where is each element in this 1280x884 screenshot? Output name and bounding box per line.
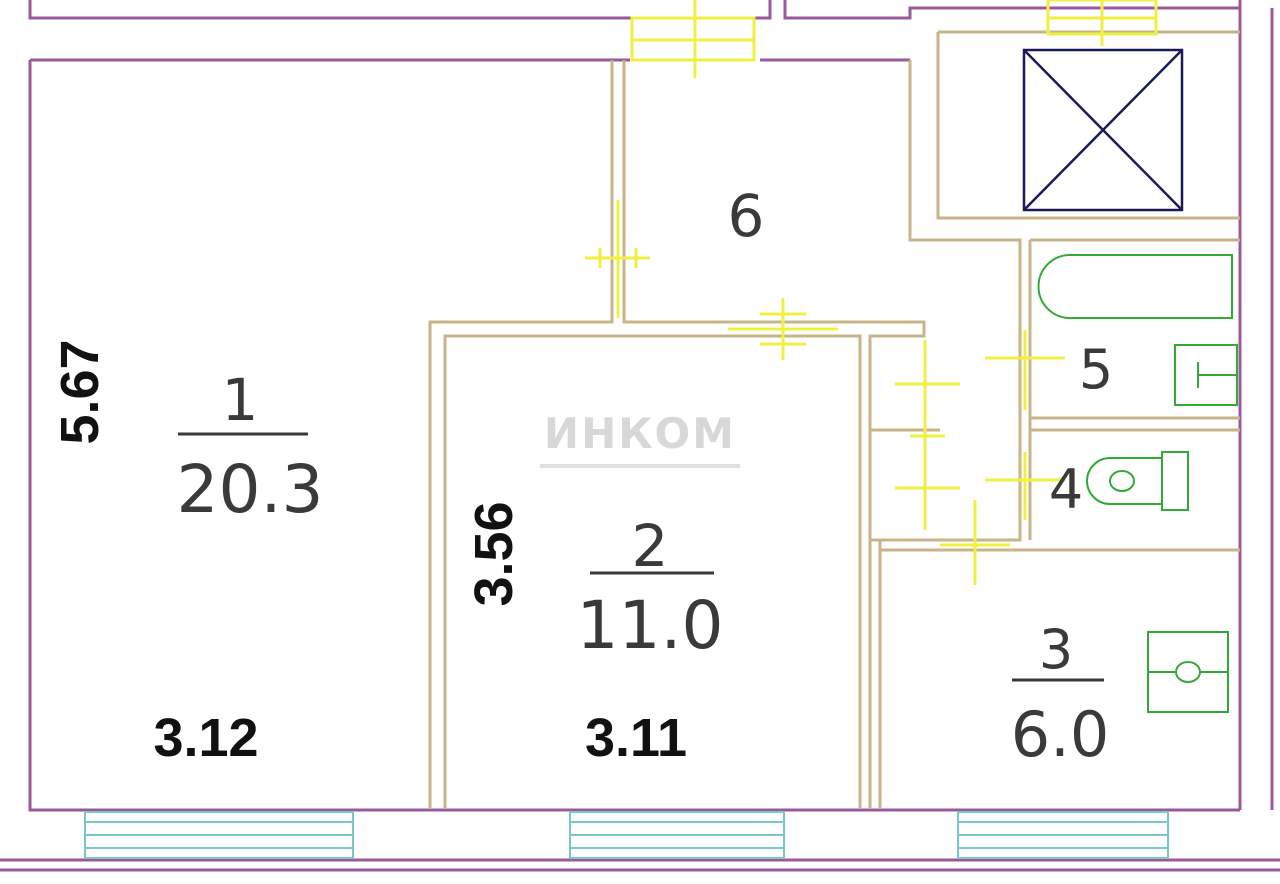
door-corridor xyxy=(895,340,960,530)
bathtub-icon xyxy=(1037,254,1233,319)
inner-walls xyxy=(428,30,1240,808)
top-walls xyxy=(28,0,1242,20)
room-2-area: 11.0 xyxy=(577,587,724,664)
room-1-height-dimension: 5.67 xyxy=(50,339,110,444)
room-1-area: 20.3 xyxy=(177,451,324,528)
top-right-door xyxy=(1046,0,1158,46)
windows xyxy=(84,811,1169,859)
door-room-5 xyxy=(985,330,1065,410)
kitchen-stove-icon xyxy=(1147,631,1229,713)
door-room-2 xyxy=(728,298,838,360)
outer-walls xyxy=(0,8,1280,872)
window-room-1 xyxy=(84,811,354,859)
room-3-area: 6.0 xyxy=(1011,698,1110,771)
sink-icon xyxy=(1174,344,1238,406)
door-room-1 xyxy=(585,200,650,318)
entrance-door xyxy=(630,0,756,78)
door-room-3 xyxy=(940,500,1010,585)
room-2-width-dimension: 3.11 xyxy=(585,708,687,768)
room-4-number: 4 xyxy=(1049,458,1083,521)
room-2-number: 2 xyxy=(632,512,669,580)
ventilation-shaft-icon xyxy=(1022,48,1184,212)
room-1-number: 1 xyxy=(222,366,259,434)
room-2-height-dimension: 3.56 xyxy=(464,501,524,606)
doors xyxy=(585,0,1158,585)
door-room-4 xyxy=(985,452,1065,520)
room-5-number: 5 xyxy=(1079,338,1113,401)
room-1-width-dimension: 3.12 xyxy=(153,708,258,768)
watermark: ИНКОМ xyxy=(544,409,736,458)
room-6-number: 6 xyxy=(728,182,765,250)
window-room-2 xyxy=(569,811,785,859)
window-room-3 xyxy=(957,811,1169,859)
toilet-icon xyxy=(1086,451,1189,511)
room-3-number: 3 xyxy=(1039,618,1073,681)
